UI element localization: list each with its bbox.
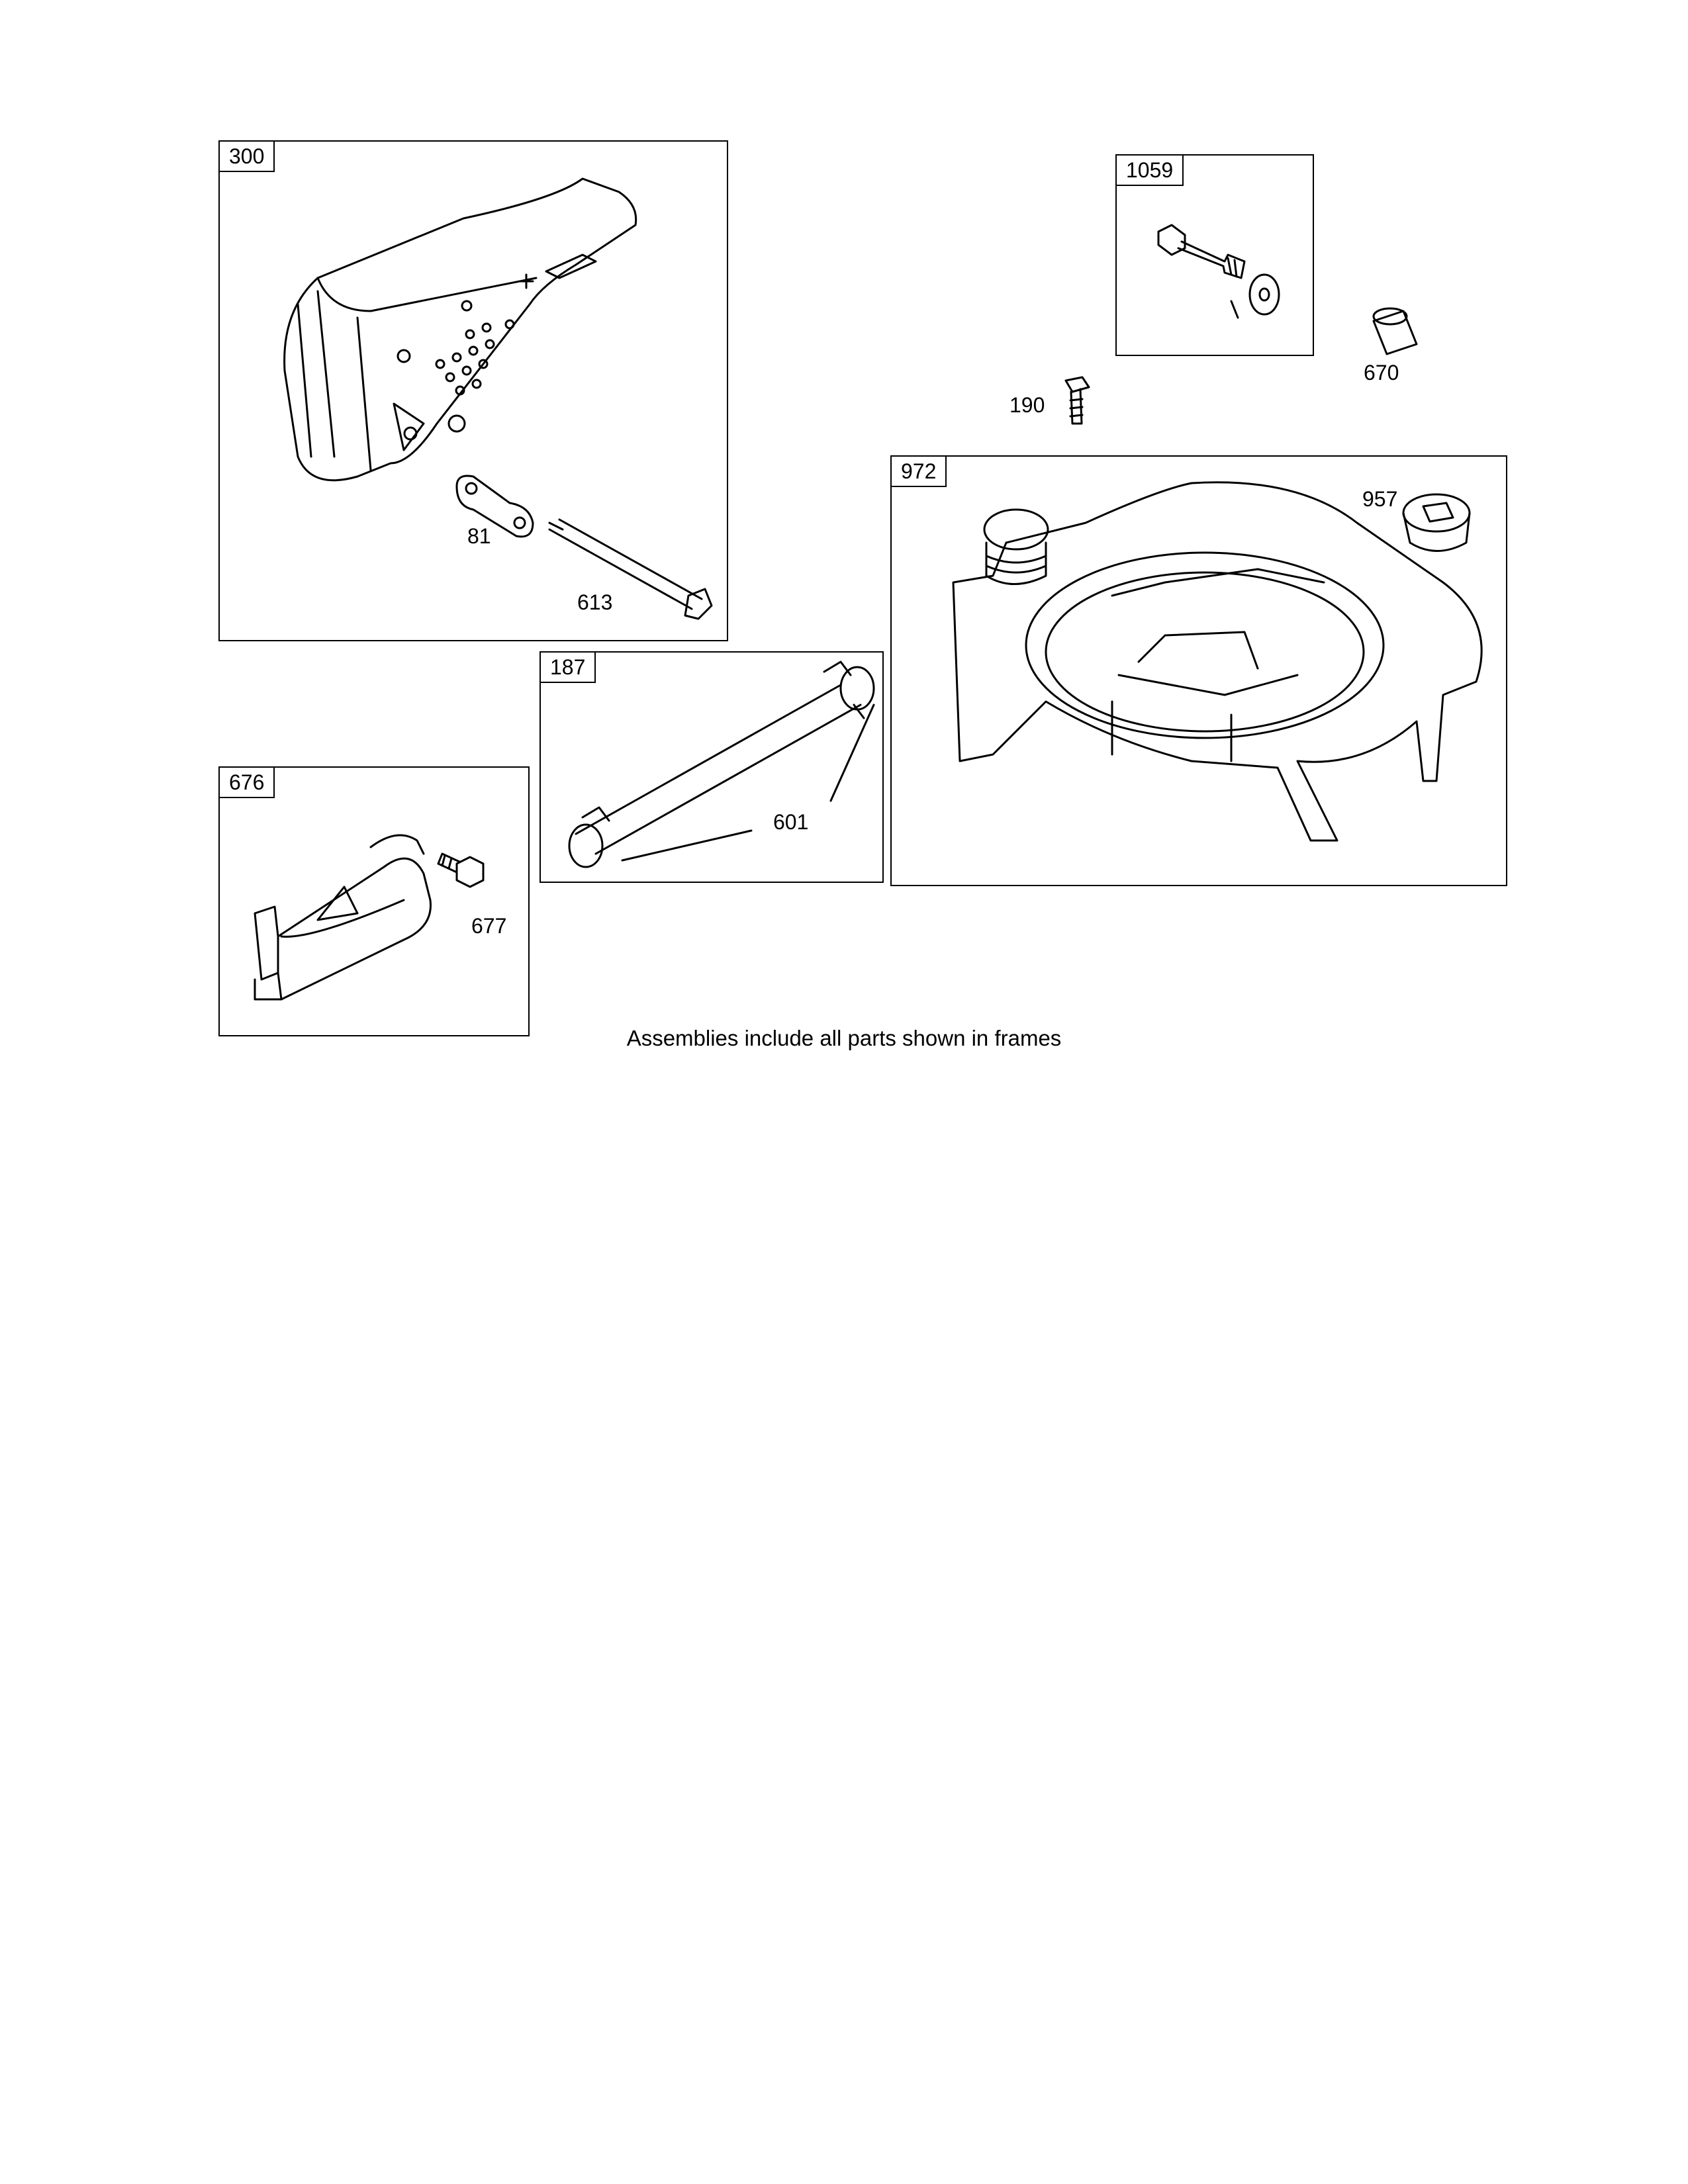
leader-line <box>1230 300 1239 319</box>
stud-drawing <box>548 518 713 620</box>
assembly-frame-300: 300 <box>218 140 728 641</box>
assembly-frame-676: 676 <box>218 766 530 1036</box>
bolt-drawing <box>437 852 485 888</box>
shoulder-bolt-drawing <box>1157 224 1246 279</box>
assembly-frame-1059: 1059 <box>1115 154 1314 356</box>
screw-drawing <box>1064 376 1090 425</box>
part-callout-190: 190 <box>1009 393 1045 417</box>
fuel-tank-drawing <box>952 481 1483 842</box>
fuel-cap-drawing <box>1402 493 1471 552</box>
gasket-drawing <box>455 475 534 538</box>
assemblies-note: Assemblies include all parts shown in fr… <box>626 1026 1062 1050</box>
assembly-number: 300 <box>220 142 275 172</box>
assembly-frame-972: 972 <box>890 455 1507 886</box>
assembly-number: 972 <box>892 457 947 487</box>
assembly-frame-187: 187 <box>539 651 884 883</box>
part-callout-670: 670 <box>1364 361 1399 385</box>
part-callout-601: 601 <box>773 810 809 834</box>
assembly-number: 187 <box>541 653 596 683</box>
part-callout-81: 81 <box>467 524 491 548</box>
fuel-line-drawing <box>568 660 875 868</box>
spacer-drawing <box>1372 307 1418 355</box>
washer-drawing <box>1248 273 1280 316</box>
assembly-number: 676 <box>220 768 275 798</box>
shield-drawing <box>254 834 432 1001</box>
part-callout-613: 613 <box>577 590 613 614</box>
muffler-drawing <box>283 177 637 482</box>
part-callout-677: 677 <box>471 914 507 938</box>
assembly-number: 1059 <box>1117 156 1184 186</box>
part-callout-957: 957 <box>1362 487 1398 511</box>
